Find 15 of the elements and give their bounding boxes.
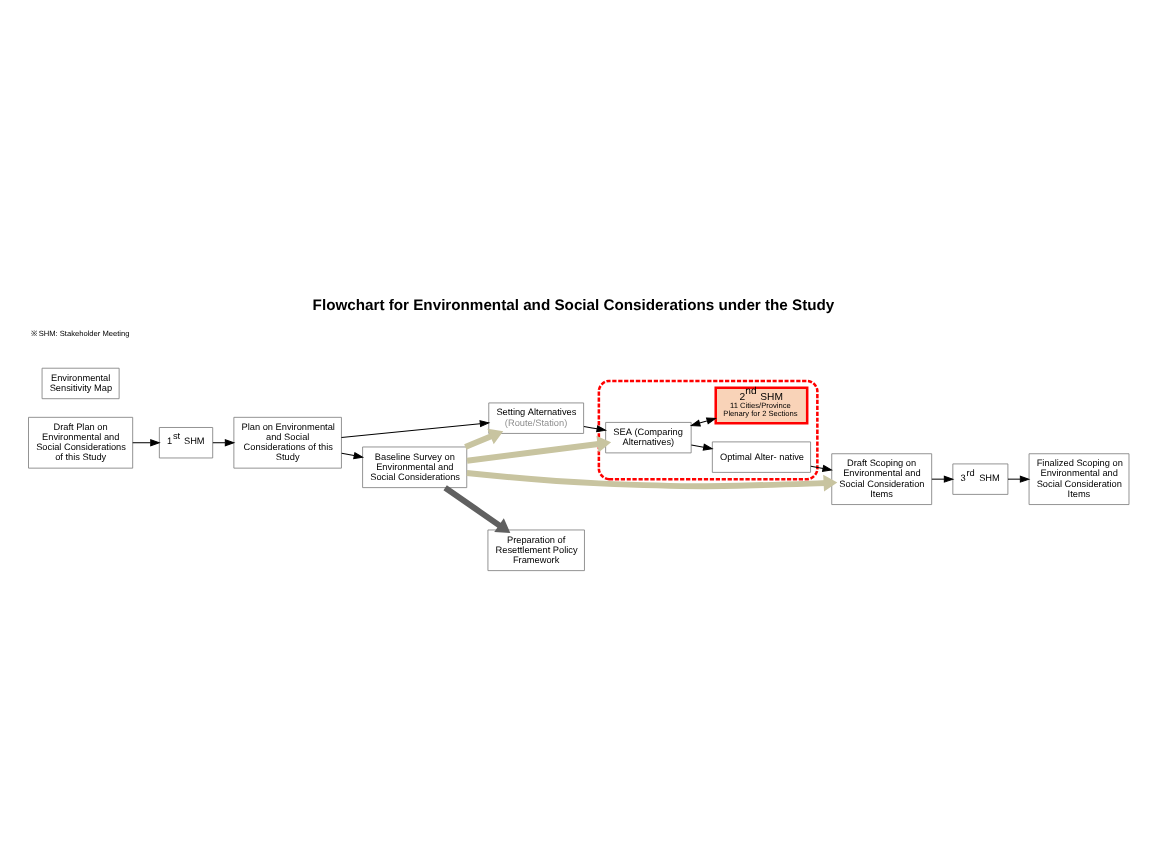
- arrow: [340, 419, 491, 437]
- arrow: [1007, 474, 1031, 482]
- arrow: [464, 427, 504, 449]
- arrow: [931, 474, 955, 482]
- arrow: [132, 438, 161, 446]
- arrow: [466, 469, 838, 491]
- arrow: [443, 484, 511, 532]
- diagram-title: Flowchart for Environmental and Social Considerations under the Study: [312, 295, 835, 314]
- arrow: [583, 424, 608, 432]
- arrow: [466, 434, 612, 463]
- arrow: [341, 450, 365, 459]
- arrow: [689, 416, 717, 426]
- arrow: [212, 438, 236, 446]
- arrow: [810, 463, 833, 471]
- arrow: [690, 442, 714, 450]
